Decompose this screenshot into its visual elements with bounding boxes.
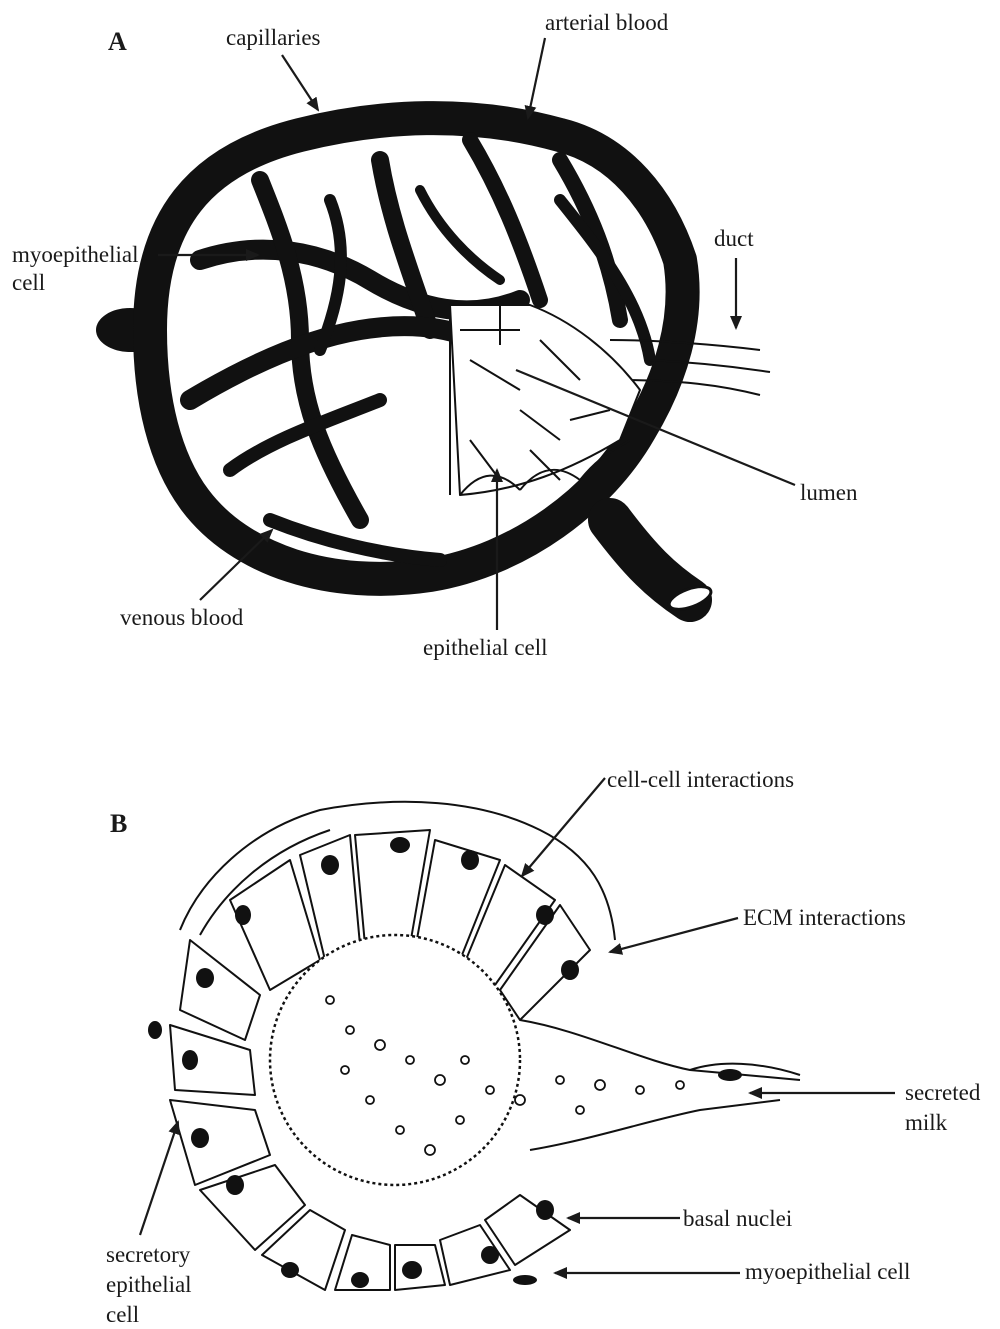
label-capillaries: capillaries	[226, 25, 321, 50]
panel-b: B	[106, 767, 981, 1327]
label-arterial-blood: arterial blood	[545, 10, 669, 35]
arrow-ecm-interactions	[610, 918, 738, 952]
arrow-arterial-blood	[528, 38, 545, 118]
label-lumen: lumen	[800, 480, 858, 505]
label-secreted-line2: milk	[905, 1110, 948, 1135]
label-secretory-line2: epithelial	[106, 1272, 192, 1297]
arrow-secretory-epithelial-cell	[140, 1122, 178, 1235]
label-myoepithelial-cell: myoepithelial cell	[745, 1259, 910, 1284]
panel-b-letter: B	[110, 809, 127, 838]
label-secretory-line3: cell	[106, 1302, 139, 1327]
label-ecm-interactions: ECM interactions	[743, 905, 906, 930]
capillary-network-illustration	[96, 118, 770, 614]
label-venous-blood: venous blood	[120, 605, 244, 630]
label-myoepithelial-line1: myoepithelial	[12, 242, 138, 267]
label-epithelial-cell: epithelial cell	[423, 635, 548, 660]
label-secreted-line1: secreted	[905, 1080, 981, 1105]
panel-a-letter: A	[108, 27, 127, 56]
label-duct: duct	[714, 226, 754, 251]
panel-a: A	[12, 10, 858, 660]
arrow-capillaries	[282, 55, 318, 110]
label-basal-nuclei: basal nuclei	[683, 1206, 792, 1231]
label-cell-cell-interactions: cell-cell interactions	[607, 767, 794, 792]
label-myoepithelial-line2: cell	[12, 270, 45, 295]
label-secretory-line1: secretory	[106, 1242, 191, 1267]
